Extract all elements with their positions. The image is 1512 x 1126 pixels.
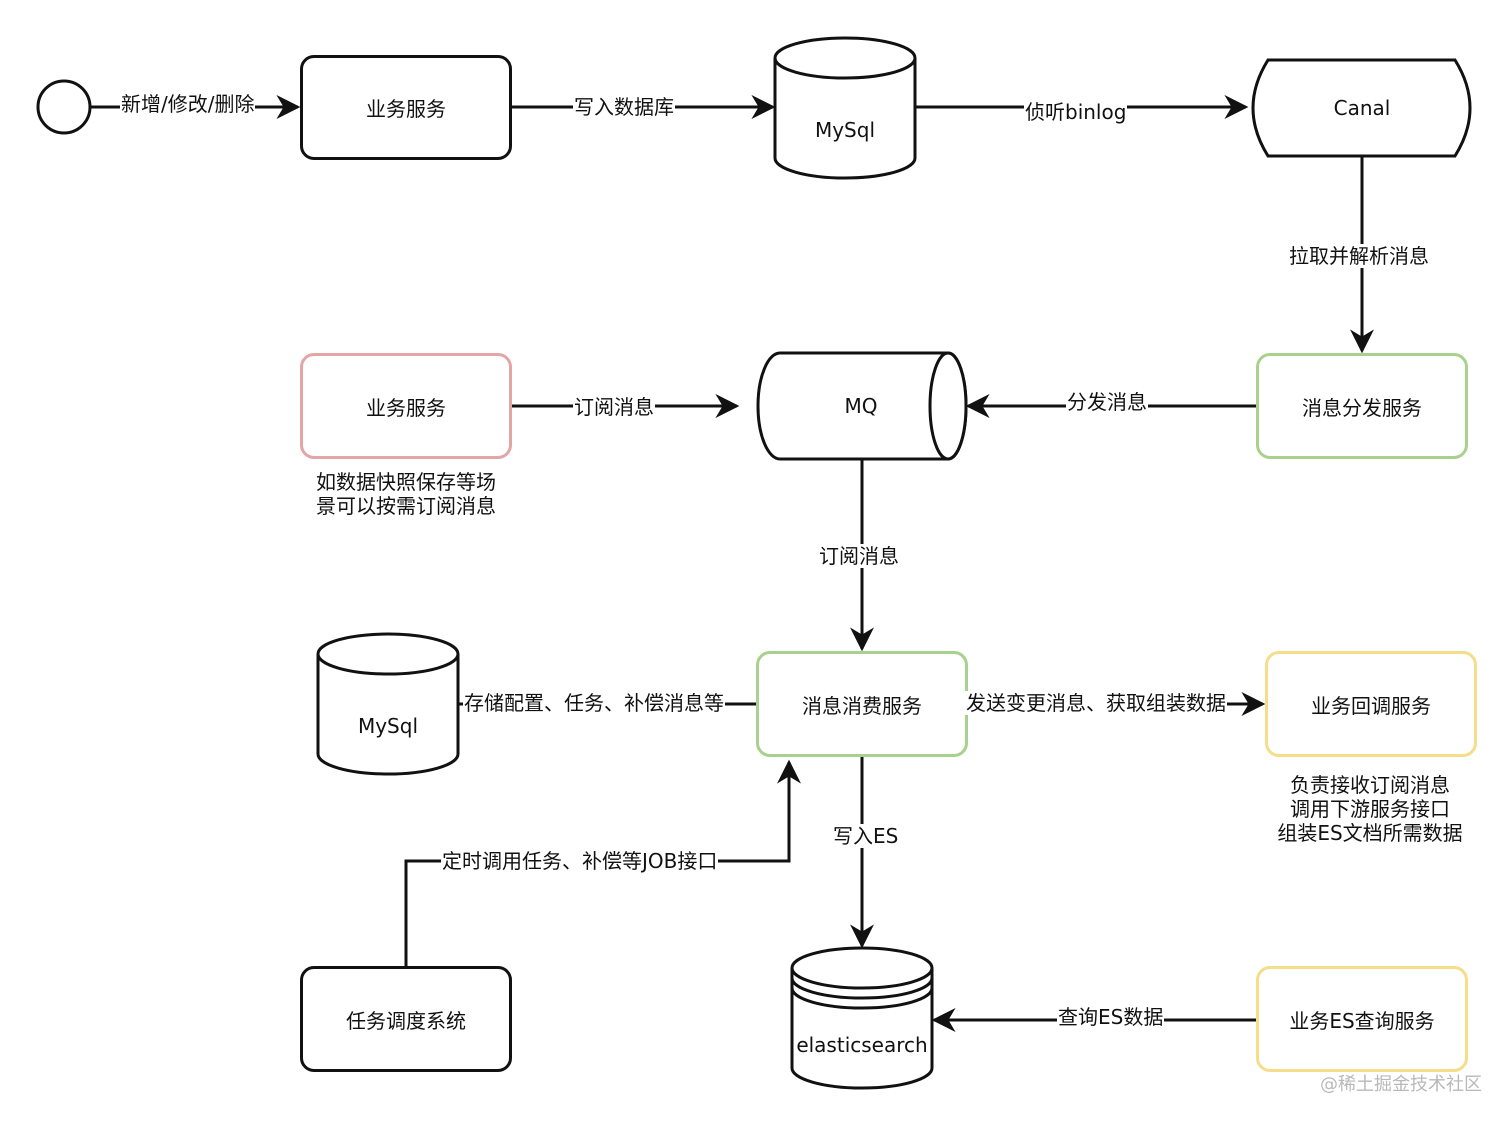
mysql-config-label: MySql [357,714,419,738]
callback-service-label: 业务回调服务 [1311,693,1431,718]
biz-service-top-label: 业务服务 [366,97,446,121]
mq-label: MQ [844,394,878,418]
edge-label-start-to-biz: 新增/修改/删除 [120,92,256,116]
edge-label-mq-to-consume: 订阅消息 [818,544,900,568]
scheduler-node: 任务调度系统 [300,966,512,1072]
callback-note-line-1: 负责接收订阅消息 [1290,773,1450,797]
sub-note-line-1: 如数据快照保存等场 [316,470,496,494]
callback-note: 负责接收订阅消息 调用下游服务接口 组装ES文档所需数据 [1250,773,1490,845]
edge-label-scheduler-to-consume: 定时调用任务、补偿等JOB接口 [441,849,719,873]
es-query-service-node: 业务ES查询服务 [1256,966,1468,1072]
sub-note: 如数据快照保存等场 景可以按需订阅消息 [300,470,512,518]
biz-service-top-node: 业务服务 [300,55,512,160]
mysql-top-cylinder [773,36,917,180]
edge-label-consume-to-mysql: 存储配置、任务、补偿消息等 [463,691,725,715]
edge-label-sub-to-mq: 订阅消息 [573,395,655,419]
edge-label-canal-to-dispatch: 拉取并解析消息 [1288,244,1430,268]
biz-service-sub-node: 业务服务 [300,353,512,459]
biz-service-sub-label: 业务服务 [366,395,446,420]
consume-service-label: 消息消费服务 [802,693,922,718]
edge-label-mysql-to-canal: 侦听binlog [1024,100,1128,124]
scheduler-label: 任务调度系统 [346,1008,466,1033]
mq-cylinder [756,351,968,461]
elasticsearch-cylinder [790,946,934,1090]
watermark: @稀土掘金技术社区 [1320,1074,1482,1095]
edge-label-consume-to-callback: 发送变更消息、获取组装数据 [965,691,1227,715]
callback-note-line-2: 调用下游服务接口 [1290,797,1450,821]
mysql-config-cylinder [316,632,460,776]
edge-label-biz-to-mysql: 写入数据库 [573,95,675,119]
consume-service-node: 消息消费服务 [756,651,968,757]
dispatch-service-label: 消息分发服务 [1302,395,1422,420]
callback-note-line-3: 组装ES文档所需数据 [1277,821,1463,845]
mysql-top-label: MySql [814,118,876,142]
edge-label-dispatch-to-mq: 分发消息 [1066,390,1148,414]
es-query-service-label: 业务ES查询服务 [1289,1008,1435,1033]
callback-service-node: 业务回调服务 [1265,651,1477,757]
elasticsearch-label: elasticsearch [796,1033,928,1057]
edge-label-query-to-es: 查询ES数据 [1057,1005,1165,1029]
edge-label-consume-to-es: 写入ES [832,824,900,848]
sub-note-line-2: 景可以按需订阅消息 [316,494,496,518]
canal-label: Canal [1333,96,1391,120]
start-node [36,79,92,135]
dispatch-service-node: 消息分发服务 [1256,353,1468,459]
canal-shape [1251,58,1472,158]
